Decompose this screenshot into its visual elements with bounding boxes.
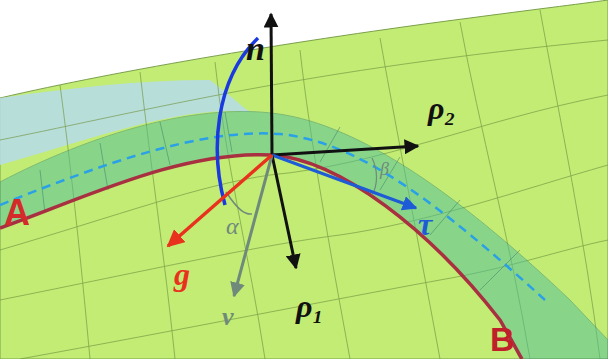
vector-rho1 [272,155,296,268]
band-grid [40,112,520,290]
vector-n [271,14,272,155]
point-label: B [490,322,515,356]
vector-label: τ [418,208,432,240]
beta-arc [372,158,377,195]
vector-nu [234,155,272,296]
vector-label: ρ₁ [296,290,324,322]
vector-label: n [246,32,265,66]
vector-tau [272,155,416,208]
vector-g [168,155,272,246]
vector-label: ν [222,304,234,330]
vector-label: g [174,258,190,290]
strip-band [0,111,608,359]
curve-AB [0,155,522,359]
angle-label: β [380,160,389,178]
surface-grid [0,10,608,359]
point-label: A [4,195,30,231]
vector-label: ρ₂ [428,92,456,124]
alpha-arc [226,192,252,214]
angle-label: α [226,214,239,238]
vector-rho2 [272,146,418,155]
